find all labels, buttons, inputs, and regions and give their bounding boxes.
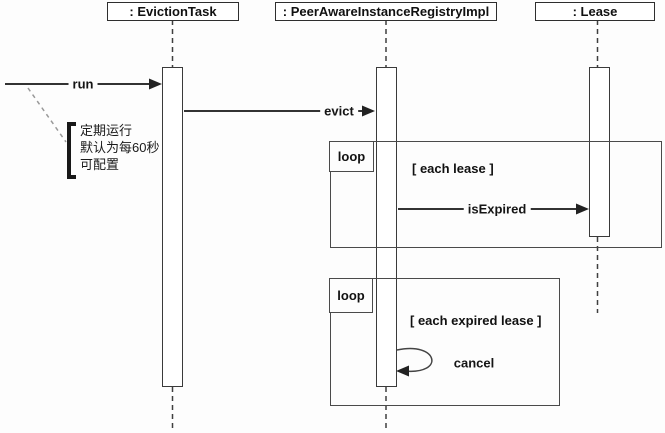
note-text: 定期运行 默认为每60秒 可配置: [80, 122, 159, 173]
loop-operator-text: loop: [337, 149, 366, 164]
evict-arrowhead-icon: [362, 105, 375, 117]
note-line-1: 定期运行: [80, 123, 133, 138]
lifeline-header-evictiontask: : EvictionTask: [107, 2, 239, 21]
evictiontask-activation-bar: [162, 67, 183, 387]
evict-message-label: evict: [320, 103, 358, 119]
isexpired-message-label: isExpired: [463, 201, 531, 217]
run-message-label: run: [68, 76, 98, 92]
registry-activation-bar: [376, 67, 397, 387]
loop-operator-label: loop: [329, 141, 374, 172]
note-line-2: 默认为每60秒: [80, 140, 160, 155]
run-arrowhead-icon: [149, 78, 162, 90]
cancel-message-label: cancel: [453, 355, 495, 371]
lifeline-label: : EvictionTask: [129, 4, 217, 19]
cancel-arrowhead-icon: [396, 365, 409, 377]
loop-guard-each-lease: [ each lease ]: [412, 161, 494, 176]
loop-guard-each-expired-lease: [ each expired lease ]: [410, 313, 542, 328]
isexpired-arrowhead-icon: [576, 203, 589, 215]
note-line-3: 可配置: [80, 157, 120, 172]
loop-operator-text: loop: [337, 288, 365, 303]
lifeline-label: : Lease: [572, 4, 618, 19]
loop-operator-label: loop: [329, 278, 373, 313]
lease-activation-bar: [589, 67, 610, 237]
note-bracket-icon: [67, 122, 76, 179]
note-anchor-line: [27, 87, 67, 143]
lifeline-header-registry: : PeerAwareInstanceRegistryImpl: [275, 2, 497, 21]
loop-frame-each-expired-lease: [330, 278, 560, 406]
loop-frame-each-lease: [330, 141, 662, 248]
lifeline-label: : PeerAwareInstanceRegistryImpl: [282, 4, 490, 19]
lifeline-header-lease: : Lease: [535, 2, 655, 21]
cancel-selfcall-arc: [396, 347, 433, 372]
